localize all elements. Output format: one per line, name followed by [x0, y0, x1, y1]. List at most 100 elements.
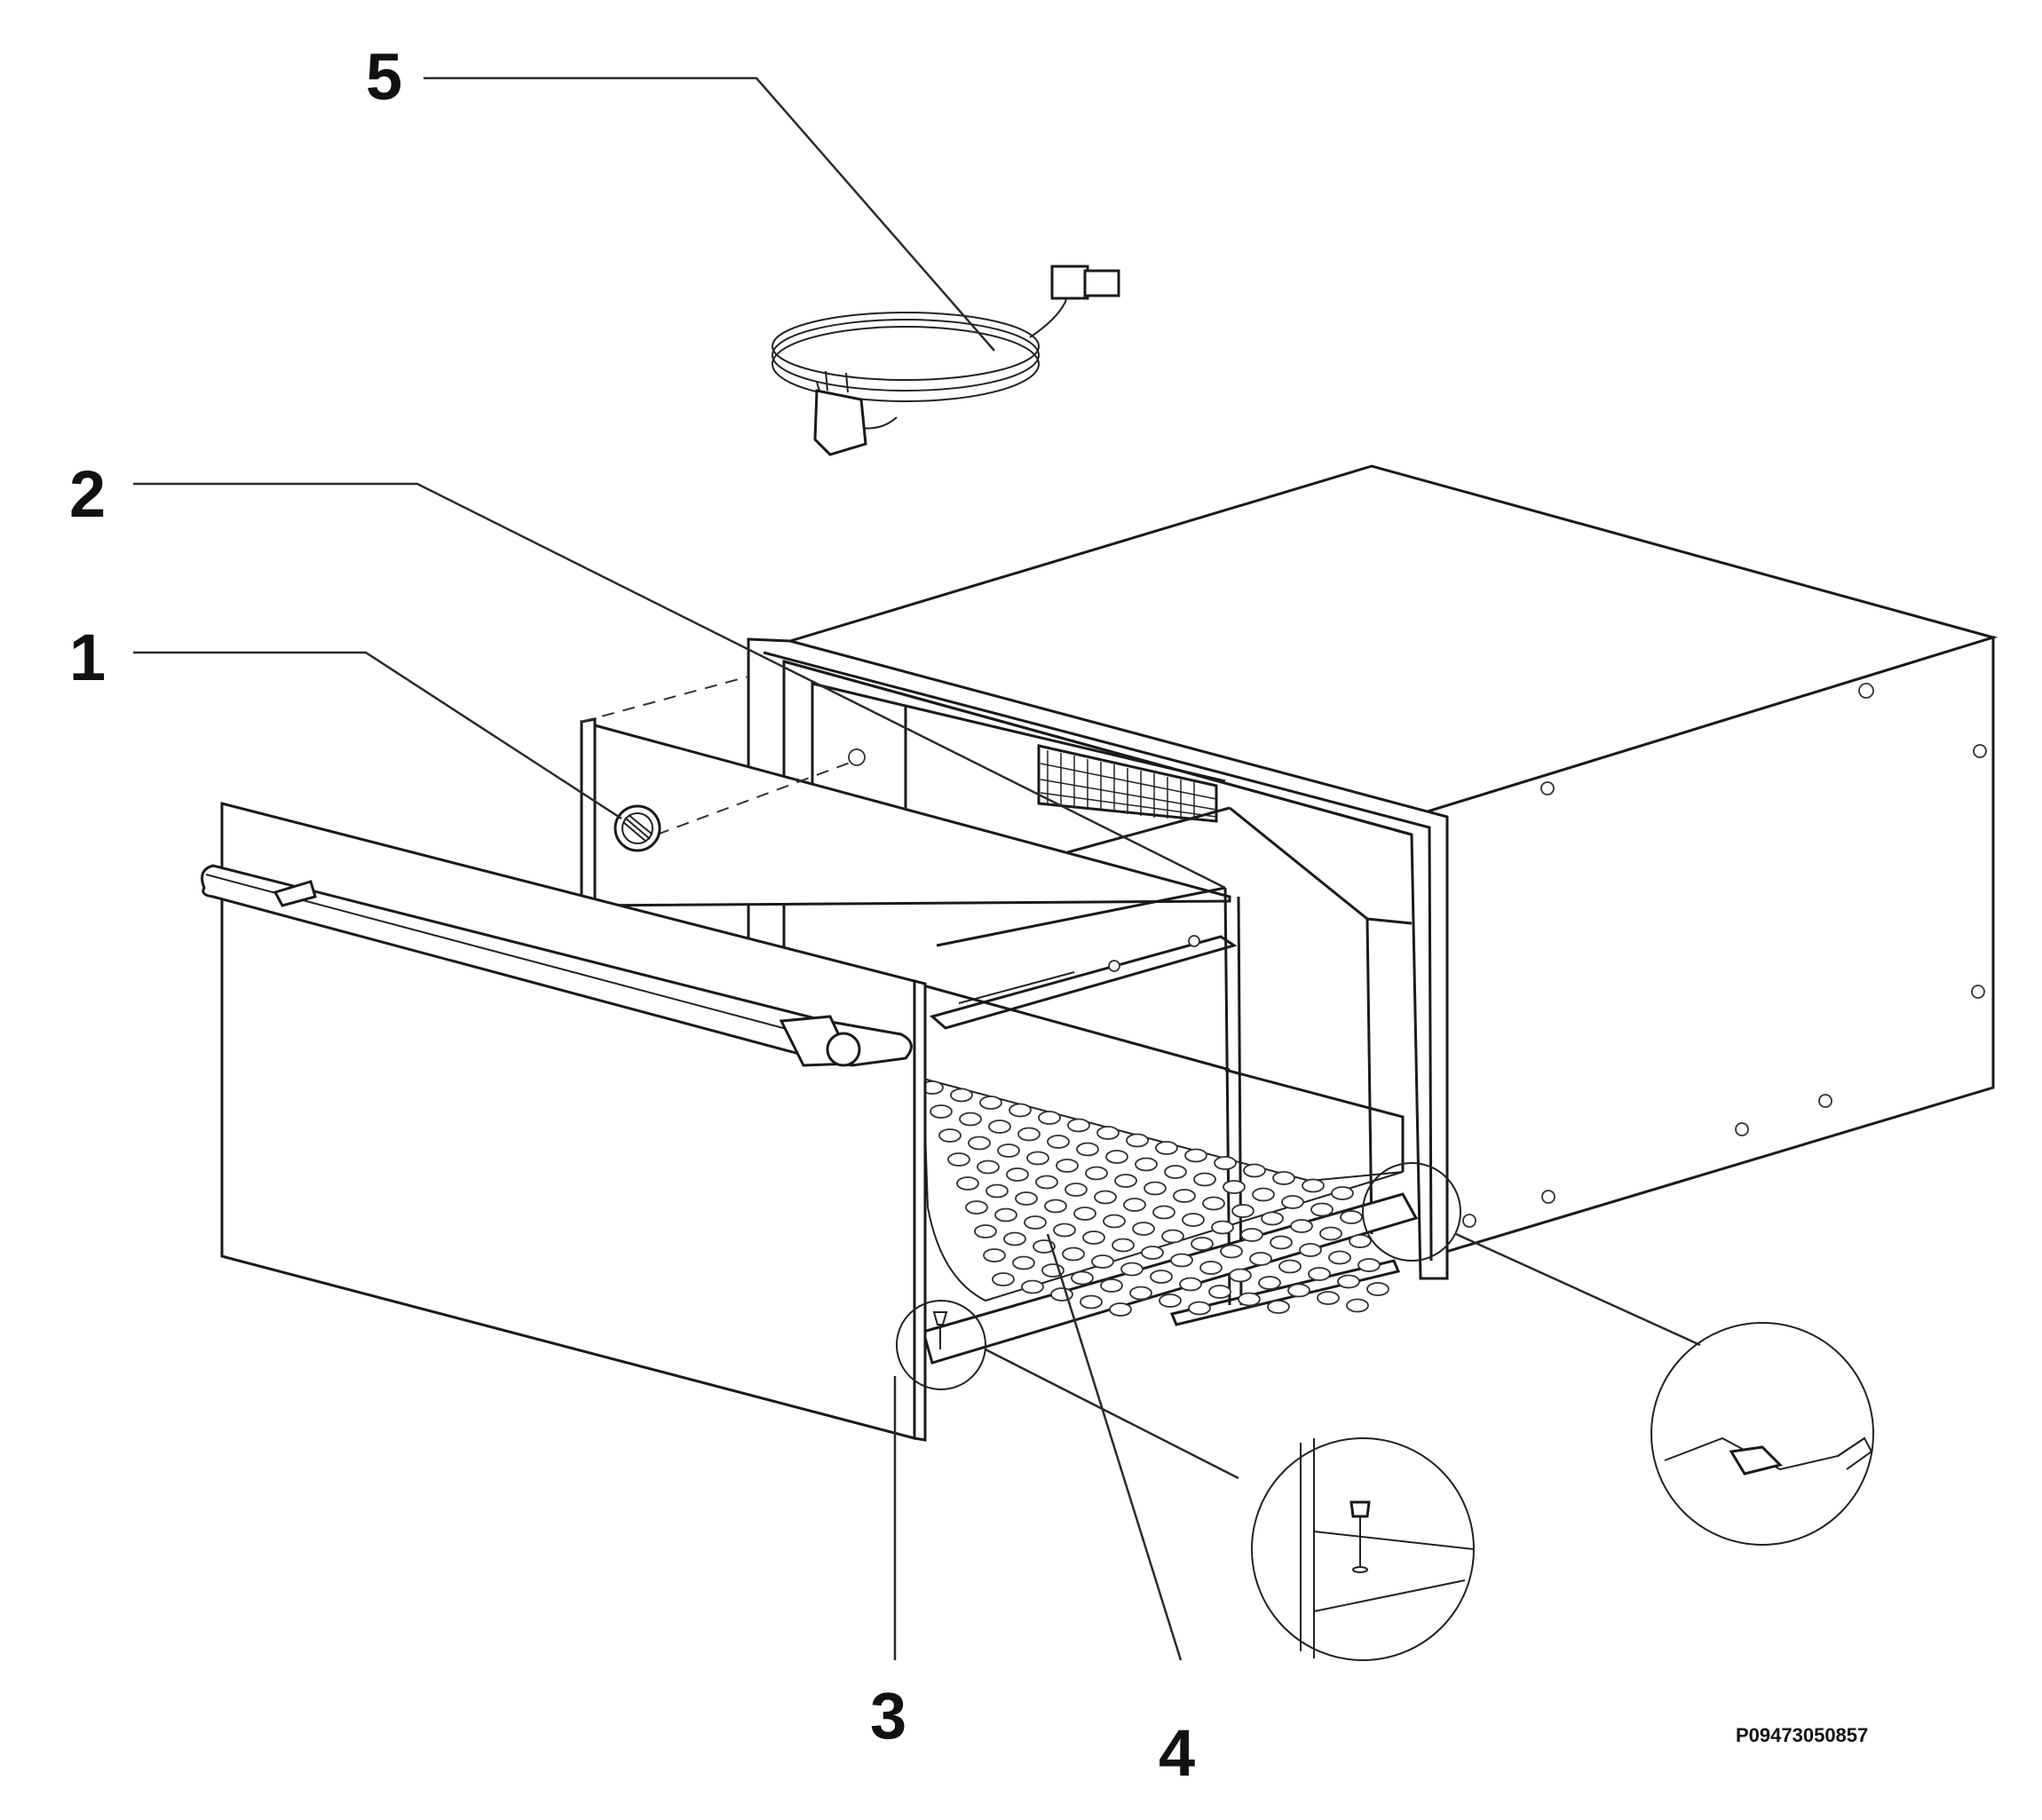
perforation-hole — [1132, 1222, 1155, 1236]
warming-drawer-cabinet — [747, 464, 1998, 1280]
perforation-hole — [1112, 1238, 1135, 1253]
perforation-hole — [1290, 1219, 1313, 1233]
perforation-hole — [1252, 1187, 1275, 1202]
perforation-hole — [1003, 1231, 1026, 1246]
perforation-hole — [1182, 1213, 1205, 1227]
perforation-hole — [947, 1152, 970, 1167]
perforation-hole — [968, 1136, 991, 1151]
perforation-hole — [1299, 1243, 1322, 1257]
callout-4: 4 — [1159, 1716, 1195, 1790]
perforation-hole — [1100, 1278, 1123, 1293]
perforation-hole — [1044, 1199, 1067, 1214]
perforation-hole — [1015, 1191, 1038, 1206]
perforation-hole — [1076, 1142, 1099, 1157]
perforation-hole — [979, 1096, 1002, 1110]
perforation-hole — [1047, 1135, 1070, 1149]
perforation-hole — [1009, 1103, 1032, 1118]
perforation-hole — [1164, 1165, 1187, 1179]
perforation-hole — [1082, 1230, 1105, 1245]
leader-lines — [133, 76, 1701, 1661]
perforation-hole — [1150, 1270, 1173, 1284]
perforation-hole — [1337, 1274, 1360, 1289]
perforation-hole — [1238, 1292, 1261, 1307]
perforation-hole — [1050, 1287, 1073, 1302]
perforation-hole — [1096, 1126, 1120, 1140]
perforation-hole — [1094, 1190, 1117, 1205]
control-panel — [580, 676, 1231, 907]
perforation-hole — [1038, 1111, 1061, 1125]
perforation-hole — [930, 1104, 953, 1119]
perforation-hole — [1229, 1268, 1252, 1283]
perforation-hole — [1062, 1246, 1085, 1262]
perforation-hole — [1287, 1283, 1310, 1298]
perforation-hole — [1017, 1127, 1041, 1142]
perforation-hole — [1349, 1234, 1372, 1248]
perforation-hole — [1103, 1214, 1126, 1229]
perforation-hole — [1193, 1172, 1216, 1187]
perforation-hole — [977, 1159, 1000, 1175]
perforation-hole — [1073, 1207, 1096, 1221]
perforation-hole — [1272, 1171, 1295, 1185]
perforation-hole — [1240, 1228, 1263, 1242]
perforation-hole — [994, 1207, 1017, 1223]
perforation-hole — [1191, 1237, 1214, 1251]
detail-circle-small-right — [1362, 1162, 1461, 1262]
perforation-hole — [1035, 1175, 1058, 1190]
callout-3: 3 — [870, 1679, 906, 1753]
perforation-hole — [992, 1272, 1015, 1286]
perforation-hole — [1144, 1181, 1167, 1196]
perforation-hole — [1366, 1282, 1389, 1296]
perforation-hole — [997, 1143, 1020, 1158]
perforation-hole — [1080, 1294, 1103, 1310]
detail-circle-screw — [1251, 1437, 1475, 1661]
part-code: P09473050857 — [1736, 1724, 1868, 1746]
perforation-hole — [1340, 1210, 1363, 1224]
perforation-hole — [1308, 1267, 1331, 1281]
perforation-hole — [1357, 1258, 1381, 1272]
perforation-hole — [1026, 1151, 1049, 1166]
perforation-hole — [1012, 1255, 1035, 1270]
drawer-front — [201, 802, 927, 1442]
perforation-hole — [1071, 1270, 1094, 1286]
perforation-hole — [1231, 1204, 1254, 1218]
perforation-hole — [1056, 1159, 1079, 1173]
perforation-hole — [959, 1112, 982, 1127]
perforation-hole — [983, 1248, 1006, 1262]
perforation-hole — [1220, 1244, 1243, 1259]
perforation-hole — [1328, 1250, 1351, 1265]
perforation-hole — [1155, 1141, 1178, 1155]
perforation-hole — [1141, 1246, 1164, 1260]
detail-circle-small-left — [896, 1300, 986, 1390]
callout-2: 2 — [69, 457, 106, 531]
perforation-hole — [1258, 1276, 1281, 1290]
perforation-hole — [1267, 1300, 1290, 1314]
perforation-hole — [1085, 1166, 1108, 1181]
perforation-hole — [965, 1200, 988, 1215]
perforation-hole — [1214, 1156, 1237, 1170]
thermostat-knob — [613, 804, 661, 852]
perforation-hole — [938, 1128, 962, 1143]
perforation-hole — [1188, 1301, 1211, 1316]
callout-1: 1 — [69, 621, 106, 694]
perforation-hole — [1105, 1150, 1128, 1164]
perforation-hole — [1278, 1259, 1302, 1274]
drawer-handle — [201, 864, 913, 1067]
perforation-hole — [1021, 1279, 1044, 1294]
perforation-hole — [1331, 1186, 1354, 1200]
perforation-hole — [1249, 1252, 1272, 1266]
perforation-hole — [1126, 1133, 1149, 1148]
perforation-hole — [1211, 1220, 1234, 1235]
perforation-hole — [1159, 1294, 1182, 1308]
perforation-hole — [1123, 1198, 1146, 1212]
perforation-hole — [1261, 1211, 1284, 1226]
perforation-hole — [1302, 1178, 1325, 1193]
power-cable — [772, 265, 1120, 456]
perforation-hole — [1161, 1229, 1184, 1244]
perforation-hole — [1179, 1277, 1202, 1292]
perforation-hole — [1243, 1163, 1266, 1178]
perforation-hole — [1114, 1174, 1137, 1188]
perforation-hole — [956, 1176, 979, 1191]
perforation-hole — [1346, 1298, 1369, 1313]
perforation-hole — [1208, 1285, 1231, 1299]
